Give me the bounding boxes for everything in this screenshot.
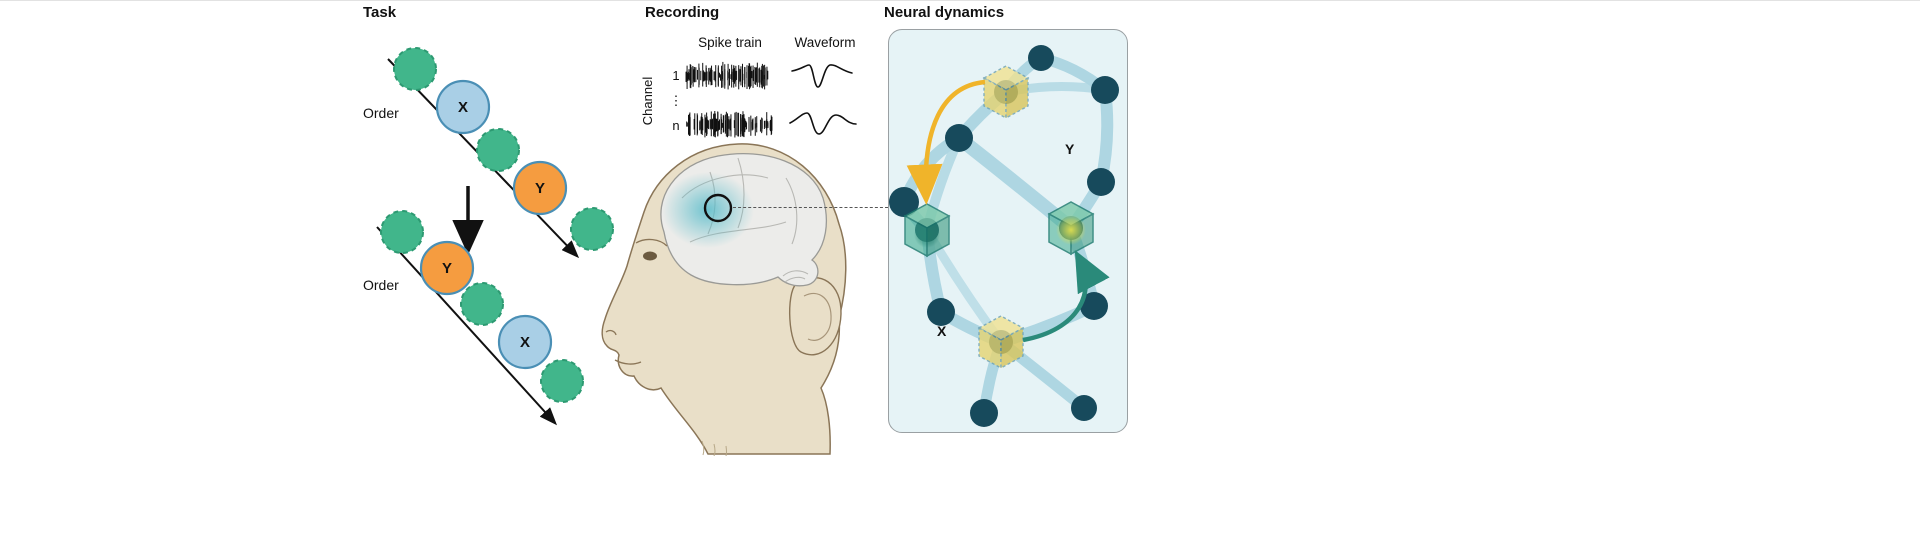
channel-axis-label: Channel (640, 77, 655, 126)
channel-ellipsis: ⋮ (670, 93, 683, 108)
task-item-green (380, 210, 424, 254)
cube-right-glow (1056, 215, 1086, 245)
spike-train-channel-n (686, 110, 773, 138)
brain (660, 152, 828, 287)
cube-x-dashed (977, 315, 1025, 370)
neural-dynamics-panel: Y X (888, 29, 1128, 433)
recording-traces: Spike train Waveform Channel 1 ⋮ n (640, 35, 857, 138)
state-label-x: X (937, 323, 947, 339)
monkey-mouth (614, 359, 642, 365)
recording-site-glow (662, 172, 754, 248)
channel-n-label: n (672, 118, 679, 133)
spike-train-header: Spike train (698, 35, 762, 50)
neural-dynamics-panel-title: Neural dynamics (884, 4, 1005, 21)
cube-subspace-left (903, 203, 951, 258)
cube-subspace-right (1047, 201, 1095, 256)
recording-connector-line (733, 207, 888, 208)
monkey-eye (643, 251, 657, 261)
task-item-y-seq1: Y (512, 160, 568, 216)
cube-y-dashed (982, 65, 1030, 120)
state-label-y: Y (1065, 141, 1075, 157)
transition-arrow-y (906, 79, 986, 205)
task-item-green (570, 207, 614, 251)
task-item-y-circle (419, 240, 475, 296)
task-item-y-seq2: Y (419, 240, 475, 296)
monkey-ear (788, 277, 842, 356)
task-panel: Order X Y Order Y X (363, 47, 614, 426)
order-label-1: Order (363, 105, 399, 121)
channel-1-label: 1 (672, 68, 679, 83)
recording-site-circle (703, 193, 733, 223)
task-item-x-label: X (520, 334, 530, 351)
monkey-illustration (601, 143, 847, 456)
task-item-green (540, 359, 584, 403)
monkey-fur (701, 440, 727, 456)
transition-arrow-x (1022, 250, 1110, 343)
order-label-2: Order (363, 277, 399, 293)
monkey-ear-inner (803, 292, 832, 341)
task-item-x-seq1: X (435, 79, 491, 135)
task-item-x-seq2: X (497, 314, 553, 370)
recording-panel-title: Recording (645, 4, 720, 21)
task-item-x-circle (435, 79, 491, 135)
task-item-green (393, 47, 437, 91)
waveform-channel-1 (791, 64, 853, 88)
monkey-nostril (605, 329, 617, 336)
order-arrow-2 (376, 226, 558, 426)
task-item-green (460, 282, 504, 326)
task-item-y-circle (512, 160, 568, 216)
task-item-x-circle (497, 314, 553, 370)
state-space-diagram: Y X (889, 45, 1119, 427)
waveform-header: Waveform (794, 35, 855, 50)
waveform-channel-n (789, 112, 857, 135)
task-panel-title: Task (363, 4, 397, 21)
spike-train-channel-1 (685, 61, 769, 90)
task-item-y-label: Y (442, 260, 452, 277)
task-item-x-label: X (458, 99, 468, 116)
task-item-y-label: Y (535, 180, 545, 197)
monkey-face (605, 238, 727, 456)
task-item-green (476, 128, 520, 172)
